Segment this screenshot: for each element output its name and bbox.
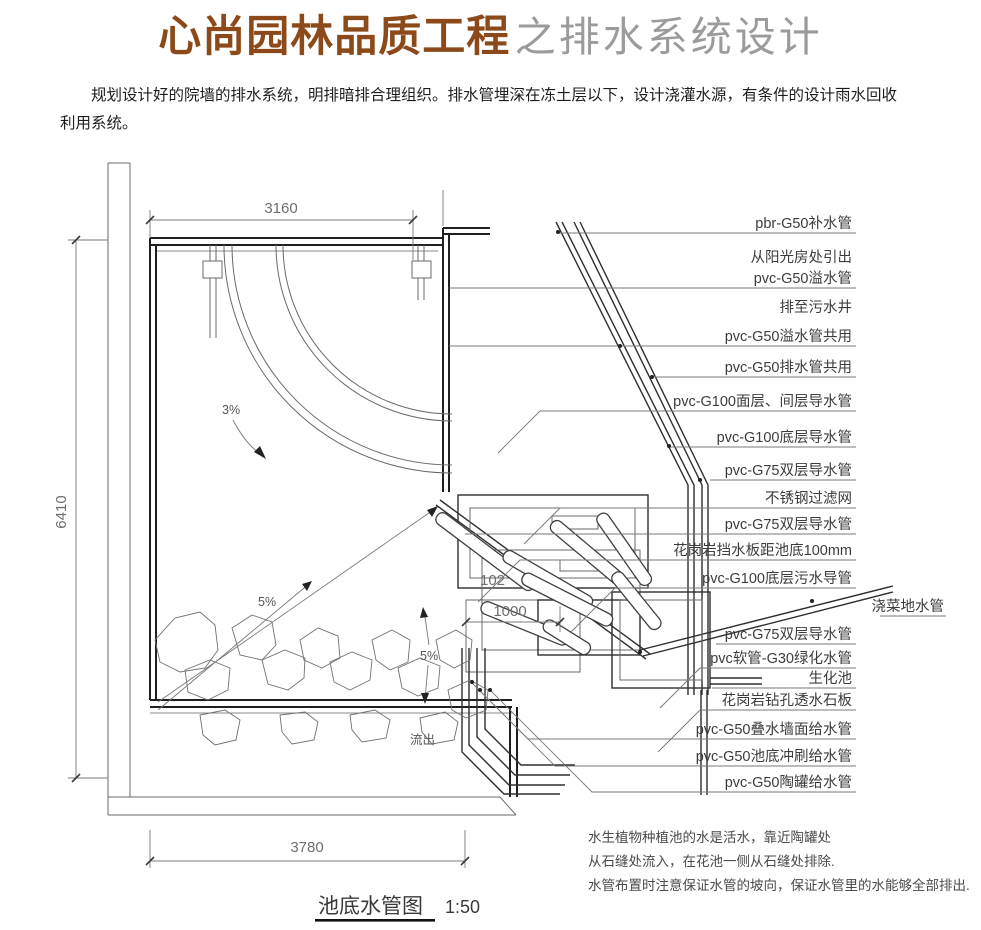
pipe-label-4: pvc-G50溢水管共用 xyxy=(725,328,852,345)
caption-underline xyxy=(315,919,435,922)
pipe-label-19: pvc-G50池底冲刷给水管 xyxy=(696,748,852,765)
filter-detail xyxy=(457,494,711,689)
pipe-label-0: pbr-G50补水管 xyxy=(755,215,852,232)
pipe-label-1: 从阳光房处引出 xyxy=(751,249,853,266)
intro-paragraph: 规划设计好的院墙的排水系统，明排暗排合理组织。排水管埋深在冻土层以下，设计浇灌水… xyxy=(60,86,898,133)
pipe-label-16: 生化池 xyxy=(809,670,853,687)
pipe-label-12: pvc-G100底层污水导管 xyxy=(702,570,852,587)
notes-block: 水生植物种植池的水是活水，靠近陶罐处 从石缝处流入，在花池一侧从石缝处排除. 水… xyxy=(588,830,970,893)
dimension-inner: 1000 102 xyxy=(461,572,565,632)
pipe-label-8: pvc-G75双层导水管 xyxy=(725,462,852,479)
drawing-caption: 池底水管图 1:50 xyxy=(315,895,480,922)
caption-title: 池底水管图 xyxy=(318,895,423,918)
title-primary: 心尚园林品质工程 xyxy=(158,13,511,61)
pipe-label-14: pvc-G75双层导水管 xyxy=(725,626,852,643)
pipe-cylinders xyxy=(435,512,662,656)
note-line-3: 水管布置时注意保证水管的坡向，保证水管里的水能够全部排出. xyxy=(588,877,970,893)
pipe-label-20: pvc-G50陶罐给水管 xyxy=(725,774,852,791)
pipe-label-3: 排至污水井 xyxy=(780,299,853,316)
title-secondary: 之排水系统设计 xyxy=(514,14,823,60)
floor-slope-left-label: 5% xyxy=(258,595,276,609)
pipe-label-6: pvc-G100面层、间层导水管 xyxy=(673,393,852,410)
outer-wall xyxy=(107,162,517,816)
dimension-bottom: 3780 xyxy=(145,830,470,868)
wall-fittings xyxy=(202,245,432,338)
page-title: 心尚园林品质工程 之排水系统设计 xyxy=(0,2,981,64)
pipe-label-9: 不锈钢过滤网 xyxy=(765,490,852,507)
dim-top: 3160 xyxy=(264,200,297,217)
cascade-wall-arcs xyxy=(223,244,453,474)
dim-left: 6410 xyxy=(53,495,70,528)
note-line-2: 从石缝处流入，在花池一侧从石缝处排除. xyxy=(588,854,835,869)
caption-scale: 1:50 xyxy=(445,897,480,917)
dim-offset: 102 xyxy=(480,572,505,589)
dim-inner: 1000 xyxy=(493,603,526,620)
rocks xyxy=(154,611,489,746)
drawing-canvas: 3% 5% 5% 流出 3160 xyxy=(53,162,970,922)
dimension-top: 3160 xyxy=(145,190,444,260)
outflow-label: 流出 xyxy=(410,733,435,747)
pipe-labels: pbr-G50补水管 从阳光房处引出 pvc-G50溢水管 排至污水井 pvc-… xyxy=(673,215,944,791)
irrigation-pipe xyxy=(639,585,894,657)
pipe-label-10: pvc-G75双层导水管 xyxy=(725,516,852,533)
pipe-label-11: 花岗岩挡水板距池底100mm xyxy=(673,541,852,559)
pipe-label-2: pvc-G50溢水管 xyxy=(754,270,852,287)
note-line-1: 水生植物种植池的水是活水，靠近陶罐处 xyxy=(588,830,831,845)
supply-pipe-bundle xyxy=(461,648,575,795)
slope-annotations: 3% 5% 5% 流出 xyxy=(157,403,438,747)
pipe-label-15: pvc软管-G30绿化水管 xyxy=(710,650,852,667)
pipe-label-13: 浇菜地水管 xyxy=(872,598,945,615)
leader-lines xyxy=(449,230,946,793)
pipe-label-17: 花岗岩钻孔透水石板 xyxy=(722,691,853,709)
arc-slope-label: 3% xyxy=(222,403,240,417)
dim-bottom: 3780 xyxy=(290,839,323,856)
floor-slope-right-label: 5% xyxy=(420,649,438,663)
pipe-label-18: pvc-G50叠水墙面给水管 xyxy=(696,721,852,738)
pipe-label-5: pvc-G50排水管共用 xyxy=(725,359,852,376)
dimension-left: 6410 xyxy=(53,235,108,783)
pipe-label-7: pvc-G100底层导水管 xyxy=(717,429,852,446)
